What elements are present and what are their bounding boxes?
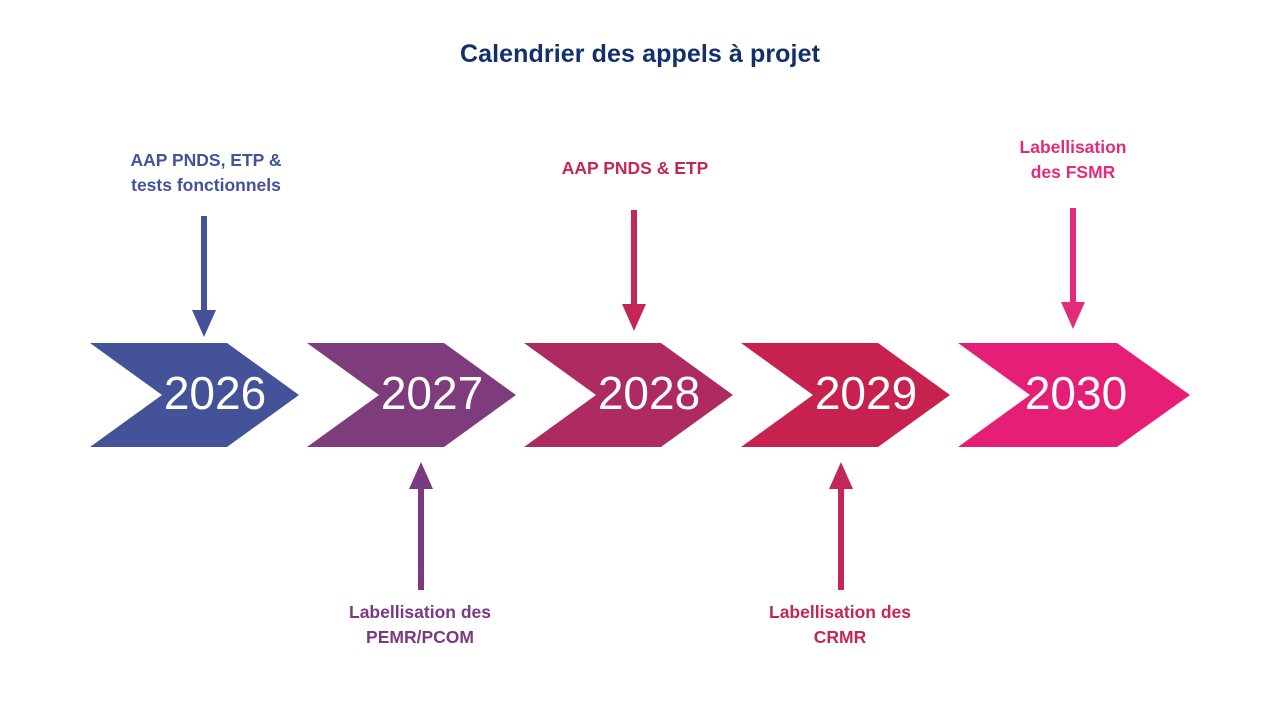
annotation-arrow-up-2029: [829, 462, 853, 590]
timeline-step-label: 2029: [815, 367, 917, 419]
chevron-shape-2028: [524, 343, 733, 447]
annotation-label-2030: Labellisation des FSMR: [1019, 137, 1127, 182]
annotation-label-2026: AAP PNDS, ETP & tests fonctionnels: [130, 150, 282, 195]
annotation-arrow-down-2028: [622, 210, 646, 331]
page-title: Calendrier des appels à projet: [459, 40, 821, 68]
timeline-step-label: 2030: [1025, 367, 1127, 419]
timeline-step-2028[interactable]: 2028: [524, 343, 733, 447]
chevron-shape-2030: [958, 343, 1190, 447]
timeline-step-2026[interactable]: 2026: [90, 343, 299, 447]
chevron-shape-2027: [307, 343, 516, 447]
annotation-arrow-up-2027: [409, 462, 433, 590]
chevron-shape-2026: [90, 343, 299, 447]
annotation-arrow-down-2030: [1061, 208, 1085, 329]
chevron-shape-2029: [741, 343, 950, 447]
timeline-step-2030[interactable]: 2030: [958, 343, 1190, 447]
timeline-step-2027[interactable]: 2027: [307, 343, 516, 447]
timeline-step-2029[interactable]: 2029: [741, 343, 950, 447]
annotation-label-2028: AAP PNDS & ETP: [561, 158, 709, 178]
timeline-step-label: 2026: [164, 367, 266, 419]
annotation-label-2029: Labellisation des CRMR: [769, 602, 911, 647]
timeline-steps: 2026 2027 2028 2029 2030: [90, 343, 1190, 447]
annotation-arrow-down-2026: [192, 216, 216, 337]
timeline-step-label: 2028: [598, 367, 700, 419]
annotation-arrows: [192, 208, 1085, 590]
annotation-label-2027: Labellisation des PEMR/PCOM: [349, 602, 491, 647]
timeline-step-label: 2027: [381, 367, 483, 419]
